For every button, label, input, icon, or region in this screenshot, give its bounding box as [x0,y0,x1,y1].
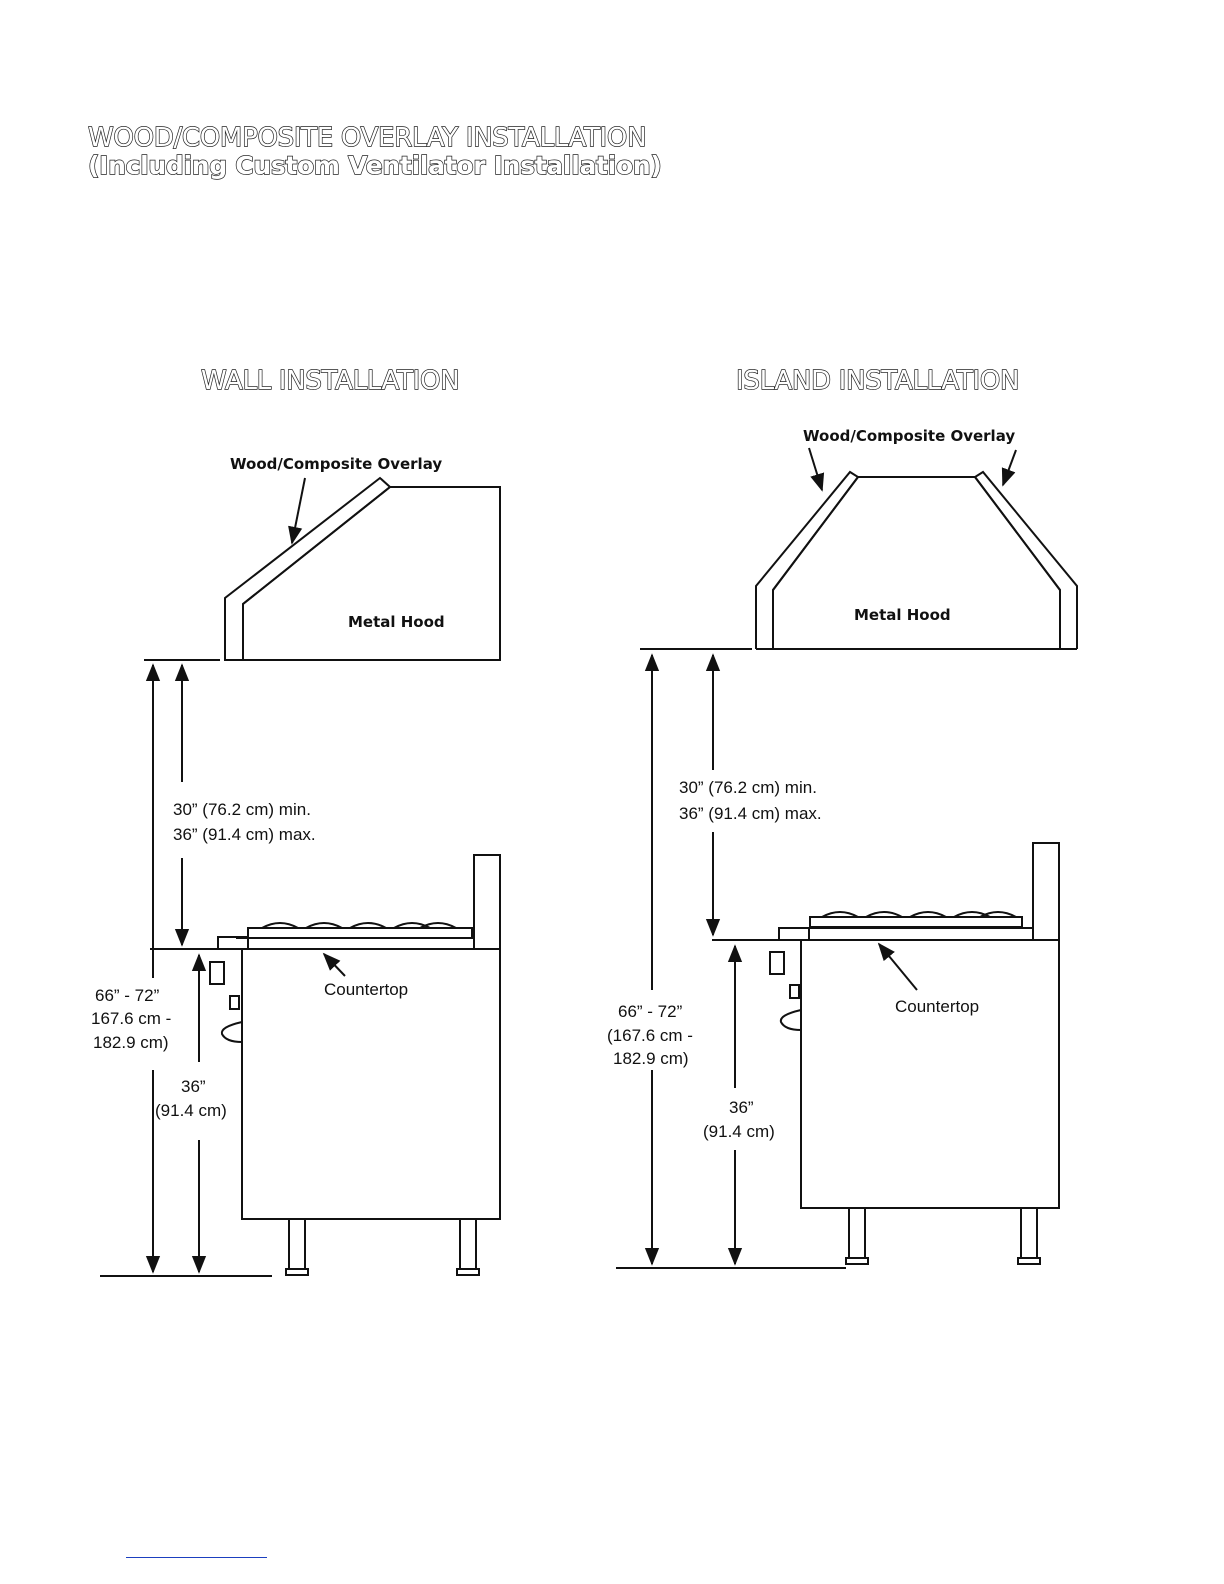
wall-range [209,854,501,1276]
island-overlay-pointer-left [808,447,825,492]
wall-hood-label: Metal Hood [348,613,445,631]
wall-countertop-label: Countertop [324,980,408,999]
island-overlay-label: Wood/Composite Overlay [803,427,1015,445]
wall-total-line2: 167.6 cm - [91,1009,171,1028]
island-total-line3: 182.9 cm) [613,1049,689,1068]
page-title: WOOD/COMPOSITE OVERLAY INSTALLATION [87,122,647,153]
footer-rule [126,1557,267,1558]
island-metal-hood [640,470,1078,650]
wall-metal-hood [144,476,501,661]
wall-overlay-label: Wood/Composite Overlay [230,455,442,473]
wall-range-line2: (91.4 cm) [155,1101,227,1120]
wall-range-line1: 36” [181,1077,206,1096]
wall-total-line3: 182.9 cm) [93,1033,169,1052]
wall-clearance-max: 36” (91.4 cm) max. [173,825,316,844]
island-range-line1: 36” [729,1098,754,1117]
wall-total-line1: 66” - 72” [95,986,160,1005]
island-clearance-min: 30” (76.2 cm) min. [679,778,817,797]
wall-diagram: Wood/Composite Overlay Metal Hood 30” (7… [91,455,501,1277]
island-countertop-pointer [877,942,918,991]
island-clearance-max: 36” (91.4 cm) max. [679,804,822,823]
wall-installation-heading: WALL INSTALLATION [200,365,460,396]
island-installation-heading: ISLAND INSTALLATION [735,365,1020,396]
island-total-line1: 66” - 72” [618,1002,683,1021]
island-overlay-pointer-right [1001,449,1017,487]
page-subtitle: (Including Custom Ventilator Installatio… [87,150,662,180]
island-diagram: Wood/Composite Overlay Metal Hood 30” (7… [607,427,1078,1269]
wall-overlay-pointer [288,477,306,545]
island-range-line2: (91.4 cm) [703,1122,775,1141]
island-total-line2: (167.6 cm - [607,1026,693,1045]
wall-clearance-min: 30” (76.2 cm) min. [173,800,311,819]
island-hood-label: Metal Hood [854,606,951,624]
wall-countertop-pointer [322,952,346,977]
island-range [769,842,1060,1265]
island-countertop-label: Countertop [895,997,979,1016]
